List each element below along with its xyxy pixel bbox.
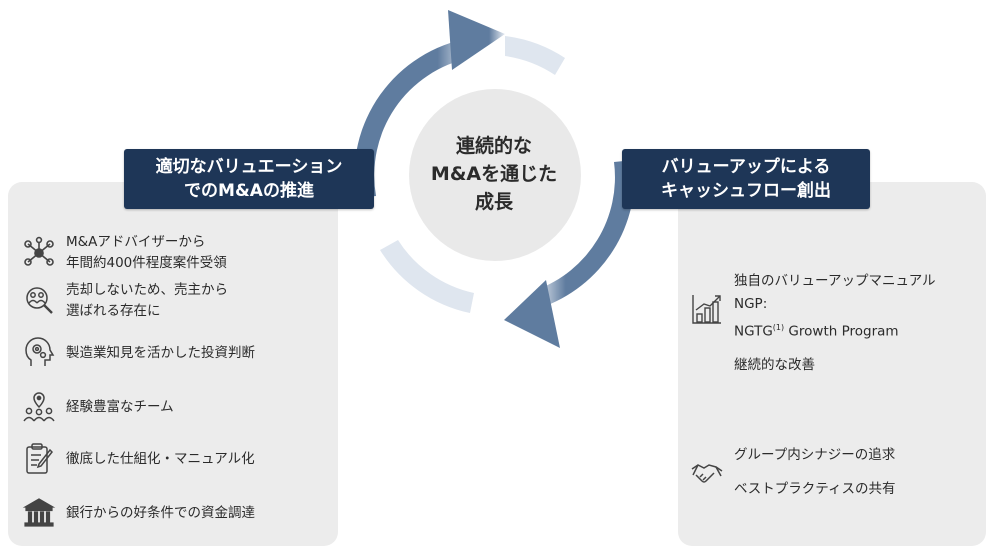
head-gears-icon [22, 336, 56, 370]
right-synergy-line-1: グループ内シナジーの追求 [734, 447, 896, 463]
left-item-team: 経験豊富なチーム [22, 390, 174, 424]
right-growth-line-2: NGP: [734, 296, 768, 312]
left-title-line-1: 適切なバリュエーション [155, 157, 343, 177]
center-circle [409, 89, 581, 261]
right-title-line-1: バリューアップによる [661, 157, 831, 177]
left-item-2-line-2: 選ばれる存在に [66, 303, 161, 319]
left-item-1-line-2: 年間約400件程度案件受領 [66, 255, 227, 271]
center-line-3: 成長 [474, 191, 513, 213]
center-line-2: M&Aを通じた [430, 163, 558, 185]
cycle-arrows [354, 10, 635, 348]
bottom-arrow-head [504, 280, 560, 348]
footnote-marker: (1) [772, 323, 785, 332]
right-synergy-line-2: ベストプラクティスの共有 [734, 481, 896, 497]
right-item-growth: 独自のバリューアップマニュアル NGP: NGTG(1) Growth Prog… [690, 270, 936, 377]
growth-chart-icon [690, 292, 724, 326]
bank-icon [22, 496, 56, 530]
handshake-icon [690, 455, 724, 489]
right-growth-line-3: NGTG(1) Growth Program [734, 316, 936, 344]
left-item-advisor: M&Aアドバイザーから 年間約400件程度案件受領 [22, 232, 227, 274]
center-line-1: 連続的な [455, 135, 532, 157]
network-icon [22, 236, 56, 270]
left-item-manual: 徹底した仕組化・マニュアル化 [22, 442, 255, 476]
right-title-line-2: キャッシュフロー創出 [661, 181, 831, 201]
left-item-1-line-1: M&Aアドバイザーから [66, 234, 206, 250]
ngtg-text: NGTG [734, 323, 773, 340]
left-title-line-2: でのM&Aの推進 [184, 181, 314, 201]
center-label: 連続的な M&Aを通じた 成長 [414, 132, 574, 216]
left-item-bank: 銀行からの好条件での資金調達 [22, 496, 255, 530]
left-item-6-line-1: 銀行からの好条件での資金調達 [66, 504, 255, 521]
right-growth-line-4: 継続的な改善 [734, 356, 815, 373]
clipboard-pen-icon [22, 442, 56, 476]
right-growth-line-1: 独自のバリューアップマニュアル [734, 273, 936, 289]
left-title-box: 適切なバリュエーション でのM&Aの推進 [124, 149, 374, 209]
right-item-synergy: グループ内シナジーの追求 ベストプラクティスの共有 [690, 438, 895, 506]
right-panel [678, 182, 986, 546]
left-panel [8, 182, 338, 546]
top-arrow-head [448, 10, 505, 70]
bottom-left-tail [380, 240, 474, 313]
left-item-2-line-1: 売却しないため、売主から [66, 282, 228, 298]
top-right-tail [505, 36, 565, 75]
right-title-box: バリューアップによる キャッシュフロー創出 [622, 149, 870, 209]
left-item-5-line-1: 徹底した仕組化・マニュアル化 [66, 450, 255, 467]
left-item-3-line-1: 製造業知見を活かした投資判断 [66, 344, 255, 361]
people-search-icon [22, 284, 56, 318]
left-item-4-line-1: 経験豊富なチーム [66, 398, 174, 415]
left-item-seller: 売却しないため、売主から 選ばれる存在に [22, 280, 228, 322]
left-item-manufacturing: 製造業知見を活かした投資判断 [22, 336, 255, 370]
growth-program-text: Growth Program [784, 323, 899, 340]
team-location-icon [22, 390, 56, 424]
